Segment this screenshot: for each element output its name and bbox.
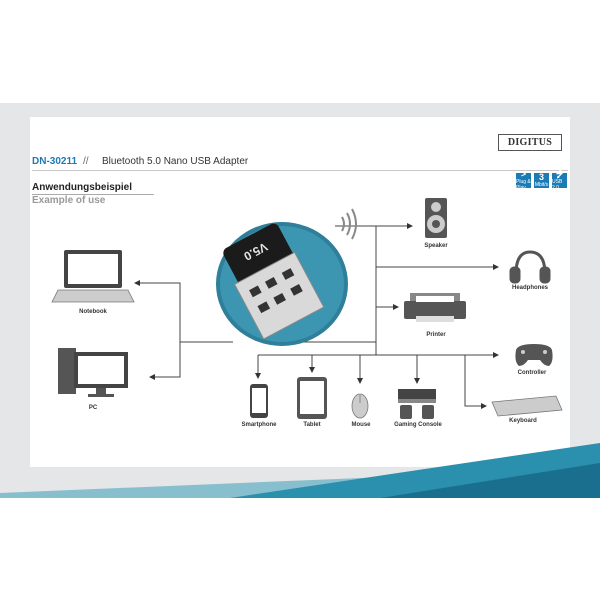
plug-and-play-badge: > Plug & Play xyxy=(516,169,531,191)
section-title-de: Anwendungsbeispiel xyxy=(32,182,133,193)
plug-and-play-icon: > xyxy=(520,169,527,179)
label-smartphone: Smartphone xyxy=(241,422,277,428)
usb-badge: ⭍ USB 2.0 xyxy=(552,169,567,191)
label-printer: Printer xyxy=(426,332,446,338)
label-controller: Controller xyxy=(517,370,547,376)
plug-and-play-text: Plug & Play xyxy=(516,179,531,191)
pc-icon xyxy=(58,348,128,397)
wireless-signal-icon xyxy=(341,208,357,240)
label-tablet: Tablet xyxy=(303,422,321,428)
label-headphones: Headphones xyxy=(511,285,548,291)
notebook-icon xyxy=(51,250,135,303)
usb-text: USB 2.0 xyxy=(552,179,563,191)
speed-value: 3 xyxy=(538,172,544,182)
label-keyboard: Keyboard xyxy=(509,418,537,424)
digitus-logo: DIGITUS xyxy=(498,134,562,151)
bottom-wave xyxy=(0,443,600,498)
label-mouse: Mouse xyxy=(351,422,371,428)
headphones-icon xyxy=(509,250,551,284)
section-underline xyxy=(32,194,154,195)
smartphone-icon xyxy=(250,384,268,418)
connector-lines xyxy=(134,223,499,409)
speaker-icon xyxy=(425,198,447,238)
header-divider xyxy=(32,170,568,171)
usb-adapter-image: V5.0 xyxy=(216,222,348,346)
label-pc: PC xyxy=(88,405,98,411)
speed-unit: Mbit/s xyxy=(534,182,549,188)
tablet-icon xyxy=(297,377,327,419)
product-name: Bluetooth 5.0 Nano USB Adapter xyxy=(102,156,249,167)
speed-badge: 3 Mbit/s xyxy=(534,173,549,188)
controller-icon xyxy=(515,344,553,366)
title-separator: // xyxy=(83,156,89,167)
label-gaming-console: Gaming Console xyxy=(394,422,442,428)
product-sku: DN-30211 xyxy=(32,156,78,167)
usb-icon: ⭍ xyxy=(555,169,564,179)
label-notebook: Notebook xyxy=(79,309,107,315)
label-speaker: Speaker xyxy=(424,243,448,249)
gaming-console-icon xyxy=(398,389,436,419)
feature-badges: > Plug & Play 3 Mbit/s ⭍ USB 2.0 xyxy=(516,169,567,191)
keyboard-icon xyxy=(491,395,563,417)
section-title-en: Example of use xyxy=(32,195,106,206)
printer-icon xyxy=(404,293,466,322)
mouse-icon xyxy=(351,393,369,419)
